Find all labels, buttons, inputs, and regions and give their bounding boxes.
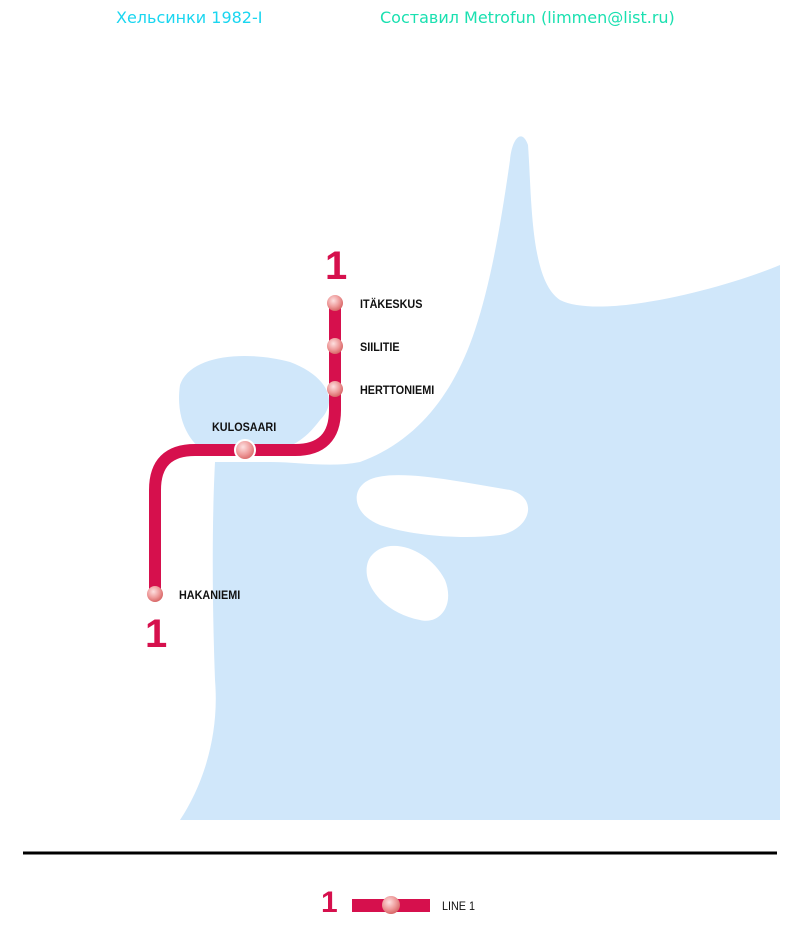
water-main xyxy=(180,136,780,820)
legend-station-icon xyxy=(382,896,400,914)
legend-line-label: LINE 1 xyxy=(442,899,476,913)
map-title: Хельсинки 1982-I xyxy=(116,8,263,27)
station-kulosaari[interactable] xyxy=(234,439,256,461)
legend-line-number: 1 xyxy=(321,886,338,919)
station-label: HAKANIEMI xyxy=(179,588,241,602)
station-label: SIILITIE xyxy=(360,340,400,354)
station-label: ITÄKESKUS xyxy=(360,297,423,311)
line-number-bottom: 1 xyxy=(145,612,168,656)
island-1 xyxy=(356,475,529,537)
line-number-top: 1 xyxy=(325,244,348,288)
station-hakaniemi[interactable] xyxy=(147,586,163,602)
water-bay xyxy=(179,355,329,455)
station-siilitie[interactable] xyxy=(327,338,343,354)
station-herttoniemi[interactable] xyxy=(327,381,343,397)
island-2 xyxy=(366,545,449,621)
station-label: KULOSAARI xyxy=(212,420,277,434)
map-credit: Составил Metrofun (limmen@list.ru) xyxy=(380,8,675,27)
station-itakeskus[interactable] xyxy=(327,295,343,311)
station-label: HERTTONIEMI xyxy=(360,383,435,397)
